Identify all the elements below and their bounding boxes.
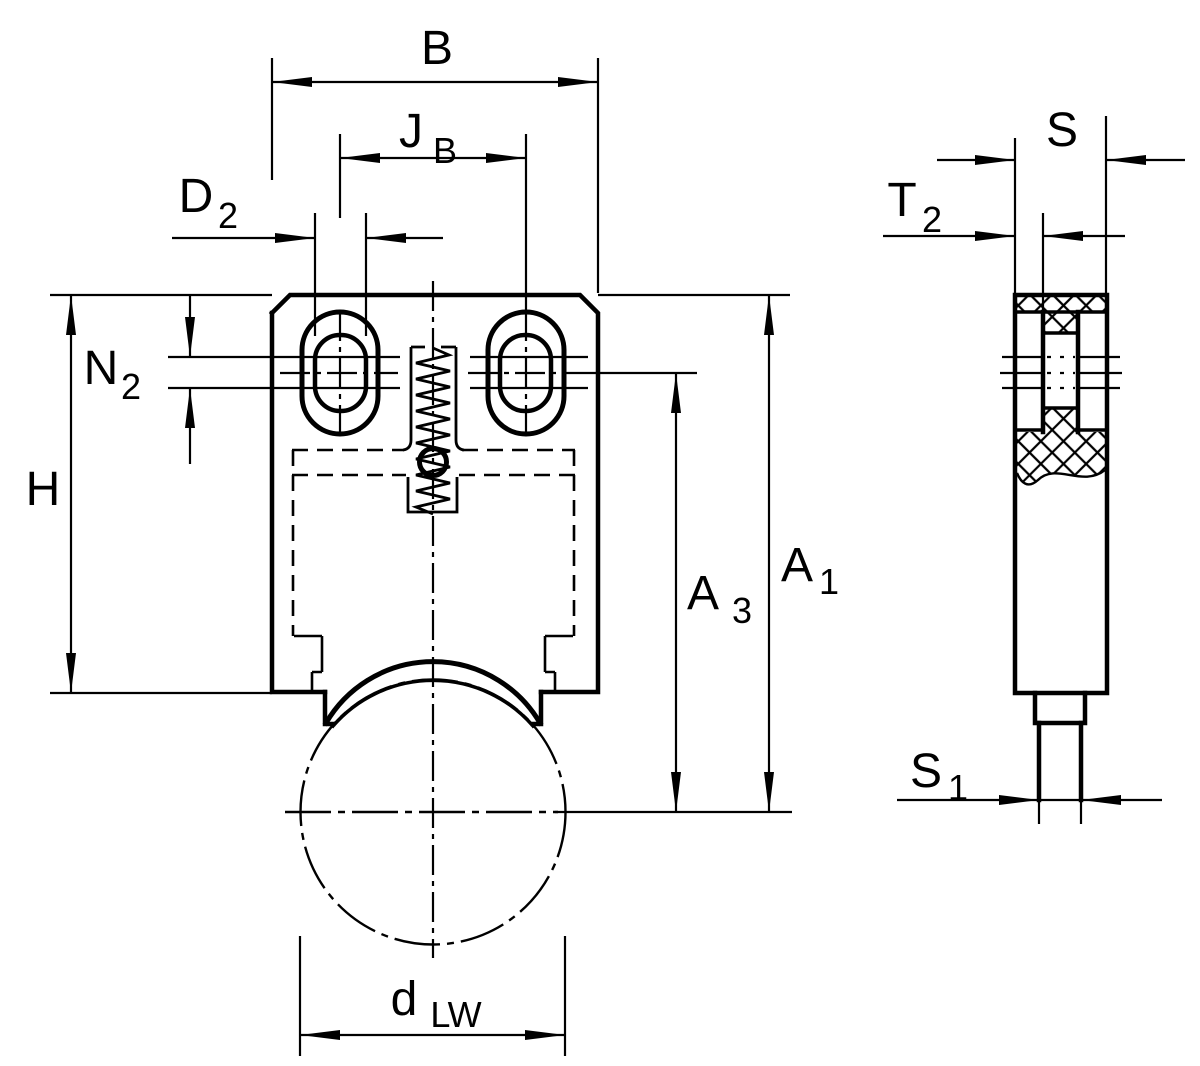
- dim-label-n2-main: N: [84, 342, 119, 395]
- dim-label-a1: A 1: [781, 539, 839, 602]
- dim-label-jb-sub: B: [433, 130, 457, 171]
- dim-label-s1-main: S: [910, 745, 942, 798]
- dim-label-jb: J B: [399, 105, 457, 171]
- dim-label-d2: D 2: [179, 170, 238, 236]
- dim-label-s-main: S: [1046, 104, 1078, 157]
- hatched-sections: [1017, 296, 1105, 485]
- dim-label-d2-sub: 2: [218, 195, 238, 236]
- dim-label-a1-main: A: [781, 539, 813, 592]
- dim-label-d2-main: D: [179, 170, 214, 223]
- dim-label-h: H: [26, 463, 61, 516]
- n2-reference-lines: [168, 355, 588, 390]
- dim-label-t2: T 2: [887, 174, 942, 240]
- dim-label-t2-main: T: [887, 174, 916, 227]
- centerlines-side: [1000, 355, 1122, 390]
- dimension-labels: B J B D 2 N 2 H A 3 A 1: [26, 22, 1078, 1035]
- dim-label-s1-sub: 1: [948, 767, 968, 808]
- dim-label-n2-sub: 2: [121, 366, 141, 407]
- dim-label-s: S: [1046, 104, 1078, 157]
- dimension-tails: [172, 155, 1185, 805]
- dimensions: B J B D 2 N 2 H A 3 A 1: [26, 22, 1185, 1056]
- dim-label-a1-sub: 1: [819, 561, 839, 602]
- dim-label-s1: S 1: [910, 745, 968, 808]
- dimension-lines: [66, 77, 774, 1040]
- dim-label-b: B: [421, 22, 453, 75]
- bottom-step-left: [294, 634, 324, 692]
- hidden-bore-lines: [291, 448, 576, 636]
- side-bottom-tab: [1032, 690, 1088, 803]
- break-line: [1015, 469, 1106, 486]
- dim-label-dlw: d LW: [391, 973, 482, 1035]
- dim-label-a3-sub: 3: [732, 590, 752, 631]
- dim-label-jb-main: J: [399, 105, 423, 158]
- side-view: [1000, 292, 1122, 803]
- dim-label-h-main: H: [26, 463, 61, 516]
- bottom-step-right: [543, 634, 573, 692]
- dim-label-b-main: B: [421, 22, 453, 75]
- dim-label-a3: A 3: [687, 567, 752, 631]
- dim-label-a3-main: A: [687, 567, 719, 620]
- dim-label-dlw-sub: LW: [430, 994, 481, 1035]
- spring-pocket: [402, 345, 465, 514]
- dim-label-dlw-main: d: [391, 973, 418, 1026]
- dim-label-t2-sub: 2: [922, 199, 942, 240]
- dim-label-n2: N 2: [84, 342, 141, 407]
- side-body-outline: [1012, 292, 1110, 696]
